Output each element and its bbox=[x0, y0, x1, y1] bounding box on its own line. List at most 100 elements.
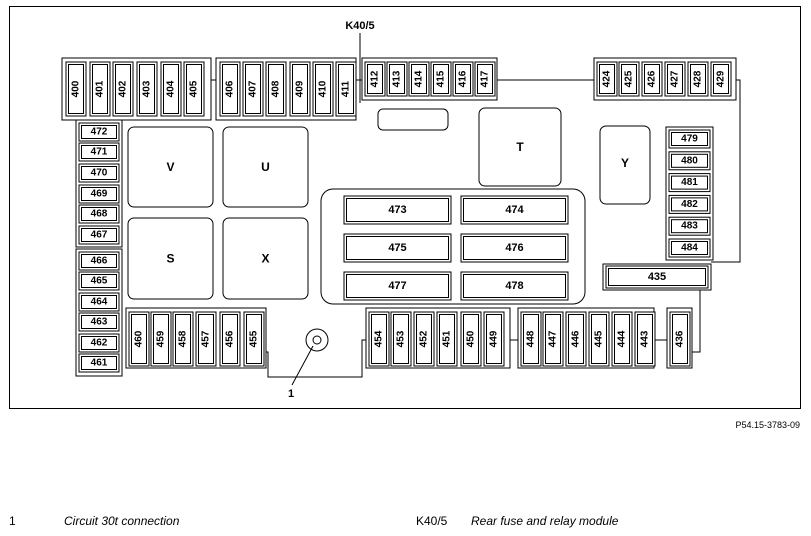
fuse-label: 407 bbox=[248, 80, 259, 97]
fuse-461: 461 bbox=[78, 353, 120, 373]
fuse-425: 425 bbox=[618, 61, 640, 97]
legend-text: Circuit 30t connection bbox=[64, 514, 180, 528]
fuse-410: 410 bbox=[312, 61, 334, 117]
fuse-477: 477 bbox=[343, 271, 452, 301]
relay-label: U bbox=[261, 160, 270, 174]
relay-T: T bbox=[478, 107, 562, 187]
fuse-label: 473 bbox=[388, 204, 406, 216]
fuse-label: 415 bbox=[436, 70, 447, 87]
fuse-447: 447 bbox=[542, 311, 564, 367]
fuse-label: 410 bbox=[318, 80, 329, 97]
fuse-403: 403 bbox=[136, 61, 158, 117]
fuse-466: 466 bbox=[78, 251, 120, 271]
fuse-407: 407 bbox=[242, 61, 264, 117]
fuse-label: 478 bbox=[505, 280, 523, 292]
fuse-416: 416 bbox=[452, 61, 474, 97]
fuse-label: 411 bbox=[341, 80, 352, 97]
fuse-label: 454 bbox=[374, 330, 385, 347]
fuse-404: 404 bbox=[160, 61, 182, 117]
fuse-label: 451 bbox=[442, 330, 453, 347]
relay-label: Y bbox=[621, 156, 629, 170]
fuse-label: 484 bbox=[681, 243, 698, 254]
fuse-label: 403 bbox=[142, 80, 153, 97]
fuse-460: 460 bbox=[128, 311, 150, 367]
fuse-454: 454 bbox=[368, 311, 390, 367]
fuse-464: 464 bbox=[78, 292, 120, 312]
module-label: K40/5 bbox=[345, 20, 374, 32]
fuse-label: 425 bbox=[624, 70, 635, 87]
wide-fuse-slot: 435 bbox=[605, 265, 709, 289]
relay-label: V bbox=[166, 160, 174, 174]
fuse-484: 484 bbox=[668, 238, 711, 258]
fuse-450: 450 bbox=[460, 311, 482, 367]
fuse-label: 456 bbox=[225, 330, 236, 347]
fuse-label: 477 bbox=[388, 280, 406, 292]
circuit-30t-post-outer bbox=[305, 328, 329, 352]
fuse-476: 476 bbox=[460, 233, 569, 263]
fuse-label: 406 bbox=[225, 80, 236, 97]
fuse-459: 459 bbox=[150, 311, 172, 367]
fuse-457: 457 bbox=[195, 311, 217, 367]
fuse-label: 402 bbox=[118, 80, 129, 97]
fuse-label: 475 bbox=[388, 242, 406, 254]
fuse-456: 456 bbox=[219, 311, 241, 367]
legend-key: K40/5 bbox=[416, 514, 448, 528]
fuse-480: 480 bbox=[668, 151, 711, 171]
legend-text: Rear fuse and relay module bbox=[471, 514, 619, 528]
fuse-474: 474 bbox=[460, 195, 569, 225]
diagram-frame bbox=[9, 6, 801, 409]
fuse-458: 458 bbox=[172, 311, 194, 367]
fuse-426: 426 bbox=[641, 61, 663, 97]
fuse-label: 443 bbox=[640, 330, 651, 347]
fuse-label: 400 bbox=[71, 80, 82, 97]
fuse-483: 483 bbox=[668, 216, 711, 236]
legend-item-1: 1 Circuit 30t connection bbox=[9, 514, 409, 530]
fuse-444: 444 bbox=[611, 311, 633, 367]
fuse-label: 424 bbox=[602, 70, 613, 87]
relay-V: V bbox=[127, 126, 214, 208]
legend-key: 1 bbox=[9, 514, 16, 528]
fuse-406: 406 bbox=[219, 61, 241, 117]
fuse-label: 474 bbox=[505, 204, 524, 216]
fuse-label: 414 bbox=[414, 70, 425, 87]
fuse-428: 428 bbox=[687, 61, 709, 97]
relay-X: X bbox=[222, 217, 309, 300]
fuse-415: 415 bbox=[430, 61, 452, 97]
fuse-label: 452 bbox=[419, 330, 430, 347]
fuse-label: 465 bbox=[91, 276, 108, 287]
fuse-label: 483 bbox=[681, 221, 698, 232]
fuse-label: 463 bbox=[91, 317, 108, 328]
fuse-label: 455 bbox=[249, 330, 260, 347]
circuit-30t-post-inner bbox=[312, 335, 322, 345]
fuse-449: 449 bbox=[483, 311, 505, 367]
fuse-label: 458 bbox=[178, 330, 189, 347]
fuse-469: 469 bbox=[78, 184, 120, 204]
fuse-455: 455 bbox=[243, 311, 265, 367]
fuse-label: 472 bbox=[91, 127, 108, 138]
fuse-445: 445 bbox=[588, 311, 610, 367]
fuse-443: 443 bbox=[634, 311, 656, 367]
fuse-479: 479 bbox=[668, 129, 711, 149]
fuse-471: 471 bbox=[78, 142, 120, 162]
fuse-429: 429 bbox=[710, 61, 732, 97]
group-outlines bbox=[61, 57, 737, 377]
fuse-label: 404 bbox=[166, 80, 177, 97]
fuse-label: 409 bbox=[295, 80, 306, 97]
fuse-414: 414 bbox=[408, 61, 430, 97]
fuse-453: 453 bbox=[390, 311, 412, 367]
fuse-label: 427 bbox=[670, 70, 681, 87]
fuse-472: 472 bbox=[78, 122, 120, 142]
wiring-lines bbox=[211, 79, 741, 386]
fuse-label: 453 bbox=[396, 330, 407, 347]
relay-S: S bbox=[127, 217, 214, 300]
fuse-label: 401 bbox=[95, 80, 106, 97]
fuse-label: 412 bbox=[370, 70, 381, 87]
fuse-411: 411 bbox=[335, 61, 357, 117]
fuse-label: 446 bbox=[571, 330, 582, 347]
reference-code: P54.15-3783-09 bbox=[735, 420, 800, 430]
fuse-label: 467 bbox=[91, 230, 108, 241]
